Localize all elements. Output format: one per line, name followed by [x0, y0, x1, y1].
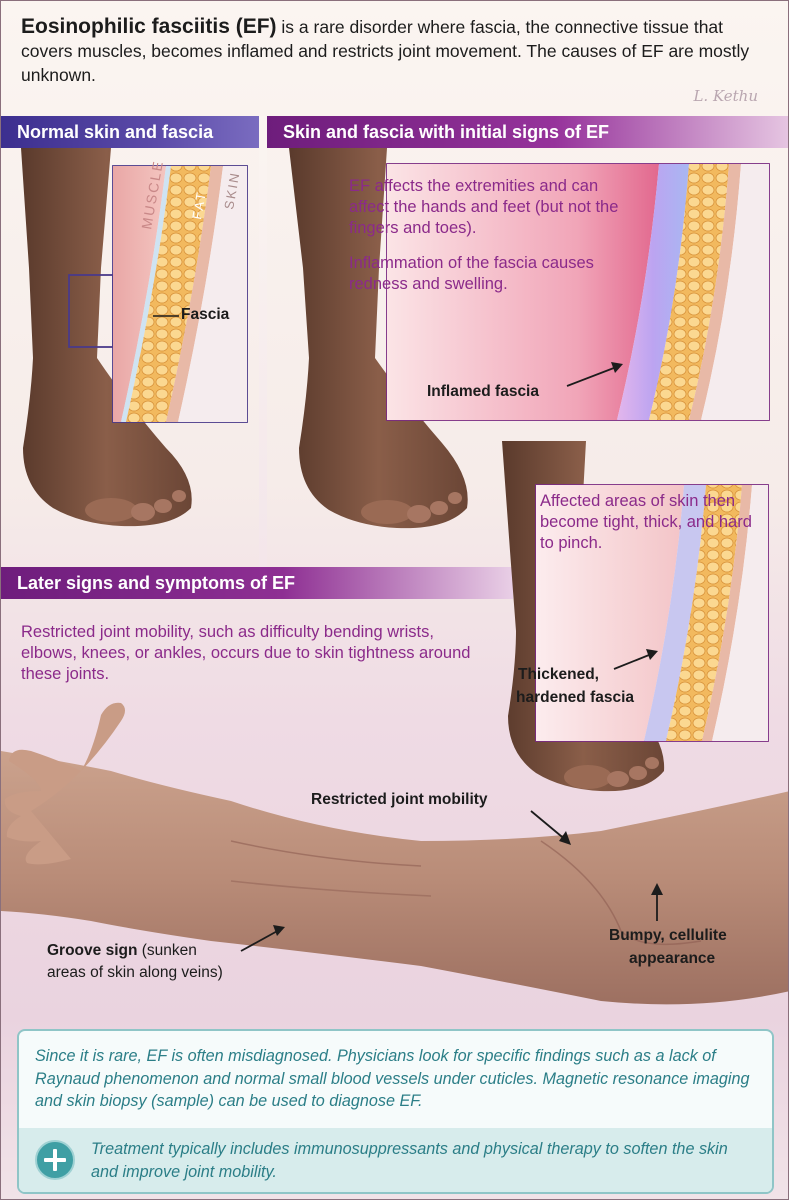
treatment-section: Treatment typically includes immunosuppr… [19, 1128, 772, 1192]
thick-text: Affected areas of skin then become tight… [540, 492, 752, 552]
label-thickened-1: Thickened, [518, 666, 599, 683]
label-inflamed-fascia: Inflamed fascia [427, 383, 539, 400]
artist-signature: L. Kethu [693, 87, 758, 105]
thickened-leg-illustration [502, 441, 769, 792]
label-restricted-mobility: Restricted joint mobility [311, 791, 488, 808]
arm-panel: Restricted joint mobility Groove sign (s… [1, 691, 788, 1021]
section-banner-normal: Normal skin and fascia [1, 116, 259, 148]
thickened-arrow [613, 652, 655, 670]
panel-divider [259, 116, 267, 586]
normal-leg-illustration: MUSCLE FAT SKIN [21, 148, 248, 527]
initial-leg-panel: EF affects the extremities and can affec… [267, 148, 788, 568]
intro-text: is a rare disorder where fascia, the con… [21, 17, 750, 85]
layer-label-fat: FAT [189, 189, 209, 220]
groove-arrow [240, 928, 282, 952]
label-bumpy-1: Bumpy, cellulite [609, 927, 727, 944]
initial-text-1: EF affects the extremities and can affec… [349, 177, 619, 237]
thickened-tissue-cutaway [535, 484, 769, 742]
label-groove-sign-2: areas of skin along veins) [47, 963, 223, 983]
inflamed-tissue-cutaway [386, 163, 770, 421]
initial-text-2: Inflammation of the fascia causes rednes… [349, 254, 594, 293]
medical-plus-icon [35, 1140, 75, 1180]
diagnosis-text: Since it is rare, EF is often misdiagnos… [35, 1047, 750, 1110]
intro-title: Eosinophilic fasciitis (EF) [21, 15, 277, 38]
label-groove-sign: Groove sign (sunken [47, 941, 197, 961]
arm-illustration [1, 702, 788, 1005]
restricted-arrow [530, 810, 568, 842]
normal-leg-panel: MUSCLE FAT SKIN Fascia [1, 148, 259, 568]
later-text: Restricted joint mobility, such as diffi… [21, 623, 471, 683]
inflamed-leg-illustration [289, 148, 770, 529]
tissue-cutaway [112, 165, 248, 423]
thickened-leg-panel: Affected areas of skin then become tight… [496, 441, 788, 831]
treatment-text: Treatment typically includes immunosuppr… [91, 1140, 728, 1181]
section-banner-later: Later signs and symptoms of EF [1, 567, 513, 599]
label-thickened-2: hardened fascia [516, 689, 635, 706]
hand-shape [4, 702, 125, 865]
section-banner-initial: Skin and fascia with initial signs of EF [267, 116, 788, 148]
diagnosis-note: Since it is rare, EF is often misdiagnos… [17, 1029, 774, 1194]
groove-rest-2: areas of skin along veins) [47, 964, 223, 981]
arm-shape [1, 751, 788, 1005]
groove-bold: Groove sign [47, 942, 138, 959]
groove-rest-1: (sunken [137, 942, 197, 959]
leg-shape [289, 148, 468, 529]
inflamed-arrow [566, 365, 620, 387]
label-bumpy-2: appearance [629, 950, 716, 967]
leg-shape [21, 148, 192, 527]
label-fascia: Fascia [181, 306, 230, 323]
layer-label-skin: SKIN [221, 170, 242, 210]
intro-paragraph: Eosinophilic fasciitis (EF) is a rare di… [21, 15, 766, 87]
